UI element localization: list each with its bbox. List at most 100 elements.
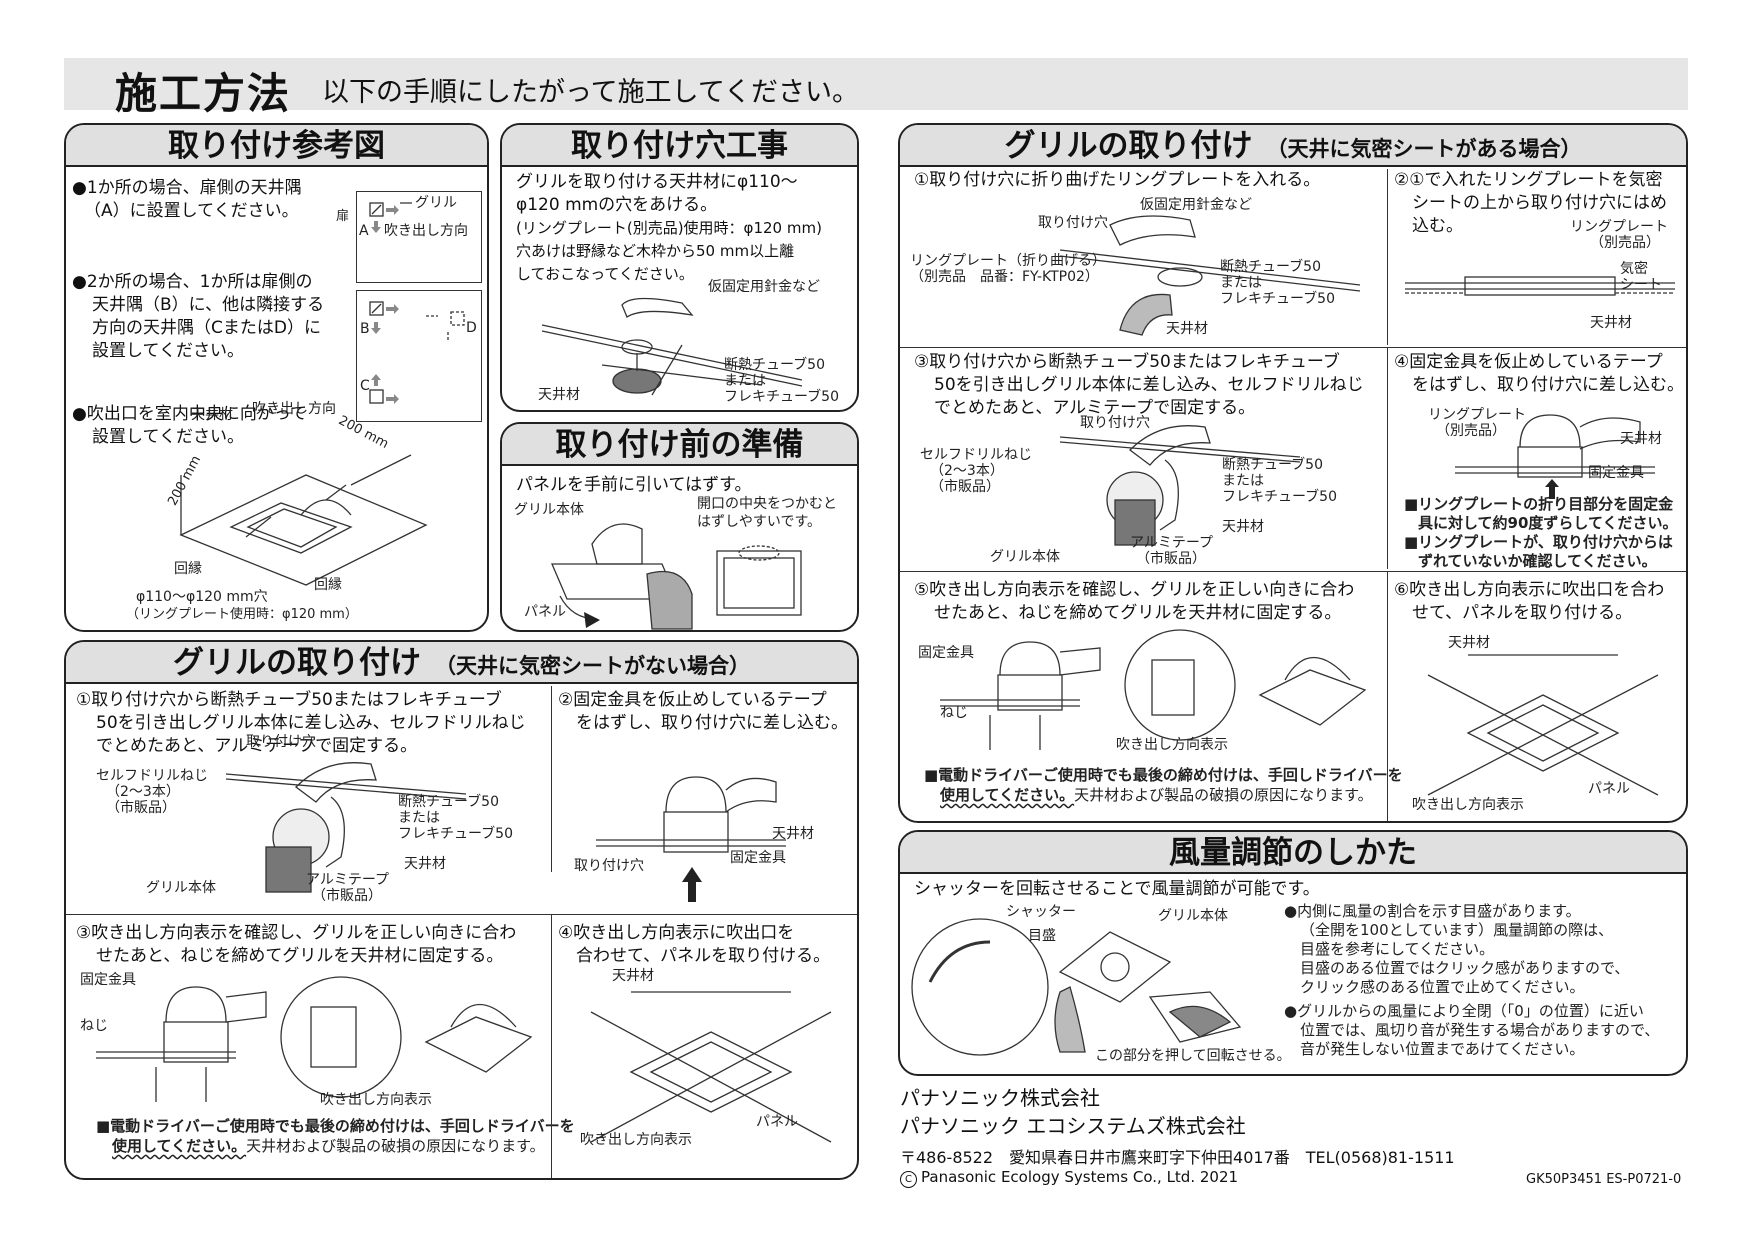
airtight-sheet-label-2: シート bbox=[1620, 277, 1662, 293]
corner-d-label: D bbox=[466, 320, 477, 336]
nosheet-step-3: ③吹き出し方向表示を確認し、グリルを正しい向きに合わ せたあと、ねじを締めてグリ… bbox=[76, 923, 517, 966]
sheet-screwdriver-note: ■電動ドライバーご使用時でも最後の締め付けは、手回しドライバーを 使用してくださ… bbox=[924, 766, 1403, 804]
divider bbox=[1387, 347, 1388, 569]
ceiling-label: 天井材 bbox=[1590, 315, 1632, 331]
room-diagram-double bbox=[356, 290, 482, 422]
tape-commercial-label: （市販品） bbox=[1136, 551, 1206, 567]
grill-body-label: グリル本体 bbox=[1158, 908, 1228, 924]
ceiling-label: 天井材 bbox=[1222, 519, 1264, 535]
divider bbox=[66, 914, 857, 915]
or-label: または bbox=[724, 373, 766, 389]
panel-removal-illustration bbox=[551, 523, 693, 630]
corner-a-label: A bbox=[359, 223, 369, 239]
bracket-label: 固定金具 bbox=[1588, 465, 1644, 481]
molding-label-1: 回縁 bbox=[174, 561, 202, 577]
ring-plate-optional-label: （別売品） bbox=[1590, 235, 1660, 251]
document-code: GK50P3451 ES-P0721-0 bbox=[1526, 1172, 1682, 1187]
hole-label: 取り付け穴 bbox=[1038, 215, 1108, 231]
aluminum-tape-label: アルミテープ bbox=[306, 872, 390, 888]
bracket-insert-illustration bbox=[596, 776, 786, 902]
screw-count-label: （2～3本） bbox=[106, 784, 180, 800]
page-subtitle: 以下の手順にしたがって施工してください。 bbox=[322, 77, 860, 108]
panel-install-without-sheet: グリルの取り付け（天井に気密シートがない場合） ①取り付け穴から断熱チューブ50… bbox=[64, 640, 859, 1180]
panel-front-icon bbox=[716, 545, 802, 616]
aluminum-tape-label: アルミテープ bbox=[1130, 535, 1214, 551]
nosheet-step-1: ①取り付け穴から断熱チューブ50またはフレキチューブ 50を引き出しグリル本体に… bbox=[76, 690, 526, 756]
molding-label-2: 回縁 bbox=[314, 577, 342, 593]
header-bar bbox=[64, 58, 1688, 110]
sheet-step-6: ⑥吹き出し方向表示に吹出口を合わ せて、パネルを取り付ける。 bbox=[1394, 580, 1665, 623]
screw-count-label: （2～3本） bbox=[930, 463, 1004, 479]
ceiling-corner-illustration bbox=[179, 454, 428, 586]
panel-preparation-title: 取り付け前の準備 bbox=[502, 424, 857, 466]
corner-c-label: C bbox=[360, 378, 370, 394]
direction-label: 吹き出し方向 bbox=[384, 223, 468, 239]
company-address: 〒486-8522 愛知県春日井市鷹来町字下仲田4017番 TEL(0568)8… bbox=[900, 1148, 1455, 1167]
screw-label: ねじ bbox=[80, 1018, 108, 1034]
hole-instructions: グリルを取り付ける天井材にφ110～ φ120 mmの穴をあける。 (リングプレ… bbox=[516, 172, 822, 283]
sheet-step-4: ④固定金具を仮止めしているテープ をはずし、取り付け穴に差し込む。 bbox=[1394, 352, 1684, 395]
direction-indicator-label: 吹き出し方向表示 bbox=[580, 1132, 692, 1148]
panel-label: パネル bbox=[1588, 781, 1630, 797]
tube-connection-illustration-2 bbox=[1059, 425, 1301, 546]
ring-plate-sheet-illustration bbox=[1405, 276, 1675, 296]
screw-label: セルフドリルねじ bbox=[96, 768, 208, 784]
nosheet-step-2: ②固定金具を仮止めしているテープ をはずし、取り付け穴に差し込む。 bbox=[558, 690, 848, 733]
company-name-2: パナソニック エコシステムズ株式会社 bbox=[900, 1114, 1246, 1138]
panel-install-without-sheet-title: グリルの取り付け（天井に気密シートがない場合） bbox=[66, 642, 857, 684]
corner-b-label: B bbox=[360, 321, 370, 337]
ceiling-label: 天井材 bbox=[1620, 431, 1662, 447]
screw-label: ねじ bbox=[940, 705, 968, 721]
scale-label: 目盛 bbox=[1028, 928, 1056, 944]
grill-body-label: グリル本体 bbox=[990, 549, 1060, 565]
panel-airflow-title: 風量調節のしかた bbox=[900, 832, 1686, 874]
flexible-tube-label: フレキチューブ50 bbox=[1222, 489, 1337, 505]
tape-commercial-label: （市販品） bbox=[312, 888, 382, 904]
nosheet-screwdriver-note: ■電動ドライバーご使用時でも最後の締め付けは、手回しドライバーを 使用してくださ… bbox=[96, 1117, 575, 1155]
sheet-step-5: ⑤吹き出し方向表示を確認し、グリルを正しい向きに合わ せたあと、ねじを締めてグリ… bbox=[914, 580, 1355, 623]
grill-body-label: グリル本体 bbox=[514, 502, 584, 518]
ceiling-label: 天井材 bbox=[612, 968, 654, 984]
ref-bullet-2: ●2か所の場合、1か所は扉側の 天井隅（B）に、他は隣接する 方向の天井隅（Cま… bbox=[72, 272, 325, 361]
hole-label: 取り付け穴 bbox=[574, 858, 644, 874]
company-name-1: パナソニック株式会社 bbox=[900, 1086, 1100, 1110]
shutter-label: シャッター bbox=[1006, 904, 1076, 920]
or-label: または bbox=[398, 810, 440, 826]
insulated-tube-label: 断熱チューブ50 bbox=[1222, 457, 1323, 473]
ceiling-label: 天井材 bbox=[404, 856, 446, 872]
or-label: または bbox=[1222, 473, 1264, 489]
ceiling-label: 天井材 bbox=[1166, 321, 1208, 337]
grill-label: グリル bbox=[415, 195, 457, 211]
flexible-tube-label: フレキチューブ50 bbox=[398, 826, 513, 842]
divider bbox=[1387, 571, 1388, 821]
bracket-label: 固定金具 bbox=[918, 645, 974, 661]
divider bbox=[900, 347, 1686, 348]
ceiling-label: 天井材 bbox=[538, 387, 580, 403]
bracket-ring-illustration bbox=[1455, 414, 1655, 499]
room-diagram-single bbox=[356, 191, 482, 283]
copyright-icon: C bbox=[900, 1171, 917, 1188]
wire-label: 仮固定用針金など bbox=[708, 279, 820, 295]
page-title: 施工方法 bbox=[115, 69, 292, 118]
divider bbox=[551, 914, 552, 1178]
flexible-tube-label: フレキチューブ50 bbox=[724, 389, 839, 405]
direction-label-2: 吹き出し方向 bbox=[252, 401, 336, 417]
hole-label: 取り付け穴 bbox=[246, 734, 316, 750]
sheet-step-1: ①取り付け穴に折り曲げたリングプレートを入れる。 bbox=[914, 170, 1321, 190]
insulated-tube-label: 断熱チューブ50 bbox=[398, 794, 499, 810]
ring-plate-label: リングプレート bbox=[1428, 407, 1526, 423]
nosheet-step-4: ④吹き出し方向表示に吹出口を 合わせて、パネルを取り付ける。 bbox=[558, 923, 831, 966]
panel-label: パネル bbox=[756, 1114, 798, 1130]
panel-airflow-adjustment: 風量調節のしかた シャッターを回転させることで風量調節が可能です。 シャッター … bbox=[898, 830, 1688, 1076]
grill-fix-illustration bbox=[96, 976, 533, 1102]
bracket-label: 固定金具 bbox=[730, 850, 786, 866]
grip-note-2: はずしやすいです。 bbox=[697, 514, 822, 530]
tube-connection-illustration bbox=[225, 762, 467, 893]
ring-plate-label: リングプレート bbox=[1570, 219, 1668, 235]
panel-hole-work-title: 取り付け穴工事 bbox=[502, 125, 857, 167]
screw-commercial-label: （市販品） bbox=[930, 479, 1000, 495]
ref-bullet-1: ●1か所の場合、扉側の天井隅 （A）に設置してください。 bbox=[72, 178, 302, 221]
hole-label: 取り付け穴 bbox=[1080, 415, 1150, 431]
ring-plate-size-label: （リングプレート使用時：φ120 mm） bbox=[126, 607, 358, 622]
